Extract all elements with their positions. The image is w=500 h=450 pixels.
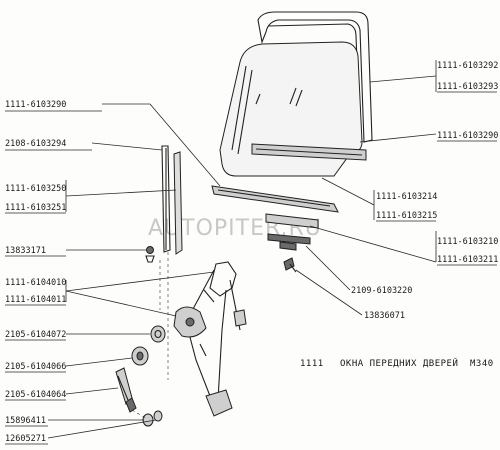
window-regulator (173, 261, 247, 417)
label-1111-6103251: 1111-6103251 (5, 203, 66, 213)
screw-12605271 (153, 410, 163, 422)
label-13836071: 13836071 (364, 311, 405, 321)
construction-lines (131, 252, 169, 419)
label-1111-6103214: 1111-6103214 (376, 192, 437, 202)
label-2105-6104064: 2105-6104064 (5, 390, 66, 400)
label-underlines (5, 91, 497, 445)
label-1111-6104010: 1111-6104010 (5, 278, 66, 288)
label-15896411: 15896411 (5, 416, 46, 426)
label-2108-6103294: 2108-6103294 (5, 139, 66, 149)
bolt-13836071 (283, 257, 297, 273)
leader-lines (47, 60, 437, 439)
seal-strip (173, 151, 183, 255)
glass-channel-strip (251, 143, 367, 161)
window-glass (219, 41, 363, 177)
guide-rail (161, 145, 171, 253)
label-2109-6103220: 2109-6103220 (351, 286, 412, 296)
part-labels: 1111-6103292 1111-6103293 1111-6103290 1… (5, 61, 498, 444)
label-13833171: 13833171 (5, 246, 46, 256)
label-1111-6103293: 1111-6103293 (437, 82, 498, 92)
label-1111-6103210: 1111-6103210 (437, 237, 498, 247)
caption-model: 1111 (300, 359, 324, 369)
label-12605271: 12605271 (5, 434, 46, 444)
label-1111-6103215: 1111-6103215 (376, 211, 437, 221)
washer-6104072 (150, 325, 166, 343)
label-1111-6104011: 1111-6104011 (5, 295, 66, 305)
glass-bracket (265, 213, 319, 251)
lift-channel (211, 185, 339, 213)
caption-code: М340 (470, 359, 494, 369)
label-1111-6103292: 1111-6103292 (437, 61, 498, 71)
crank-handle (115, 367, 137, 413)
label-1111-6103250: 1111-6103250 (5, 184, 66, 194)
label-2105-6104072: 2105-6104072 (5, 330, 66, 340)
label-1111-6103290-left: 1111-6103290 (5, 100, 66, 110)
label-2105-6104066: 2105-6104066 (5, 362, 66, 372)
rosette-6104066 (131, 346, 149, 366)
caption-title: ОКНА ПЕРЕДНИХ ДВЕРЕЙ (340, 357, 458, 369)
label-1111-6103211: 1111-6103211 (437, 255, 498, 265)
rear-glass-frame (257, 11, 373, 143)
diagram-caption: 1111 ОКНА ПЕРЕДНИХ ДВЕРЕЙ М340 (300, 357, 494, 369)
screw-13833171 (145, 246, 155, 263)
washer-15896411 (142, 413, 154, 427)
label-1111-6103290-right: 1111-6103290 (437, 131, 498, 141)
